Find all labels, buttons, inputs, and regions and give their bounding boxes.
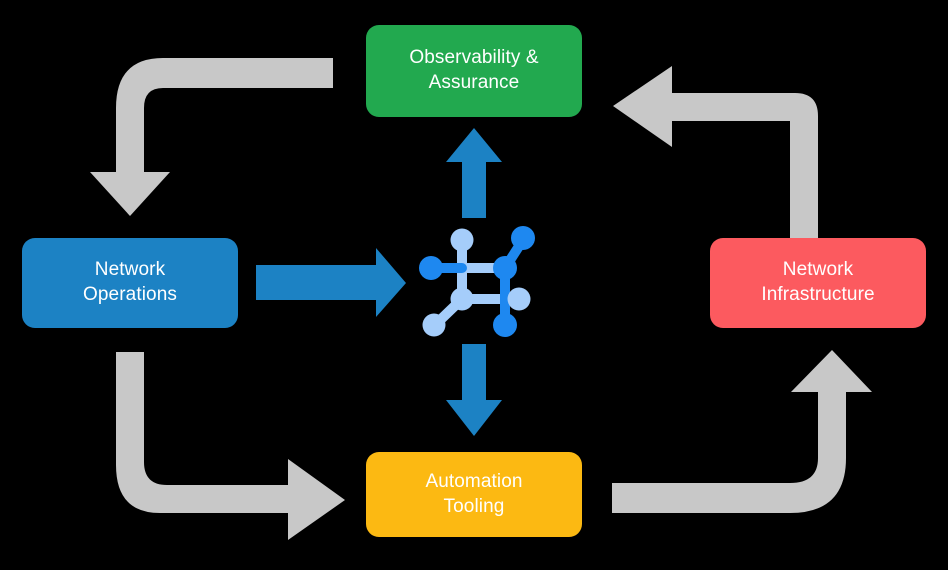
arrow-operations-to-center [256,248,406,317]
node-box-network-infrastructure[interactable]: Network Infrastructure [710,238,926,328]
arrow-center-to-observability [446,128,502,218]
node-label-network-operations: Network Operations [83,259,177,305]
node-label-network-infrastructure: Network Infrastructure [761,259,875,305]
node-box-observability[interactable]: Observability & Assurance [366,25,582,117]
arrow-infrastructure-to-observability [613,66,818,240]
network-topology-nodes [419,226,535,337]
node-box-automation-tooling[interactable]: Automation Tooling [366,452,582,537]
node-label-automation-tooling: Automation Tooling [425,470,523,517]
arrow-operations-to-automation [116,352,345,540]
node-box-network-operations[interactable]: Network Operations [22,238,238,328]
arrow-center-to-automation [446,344,502,436]
network-topology-edges [426,235,528,330]
arrow-automation-to-infrastructure [612,350,872,513]
node-label-observability: Observability & Assurance [409,47,539,93]
arrow-observability-to-operations [90,58,333,216]
